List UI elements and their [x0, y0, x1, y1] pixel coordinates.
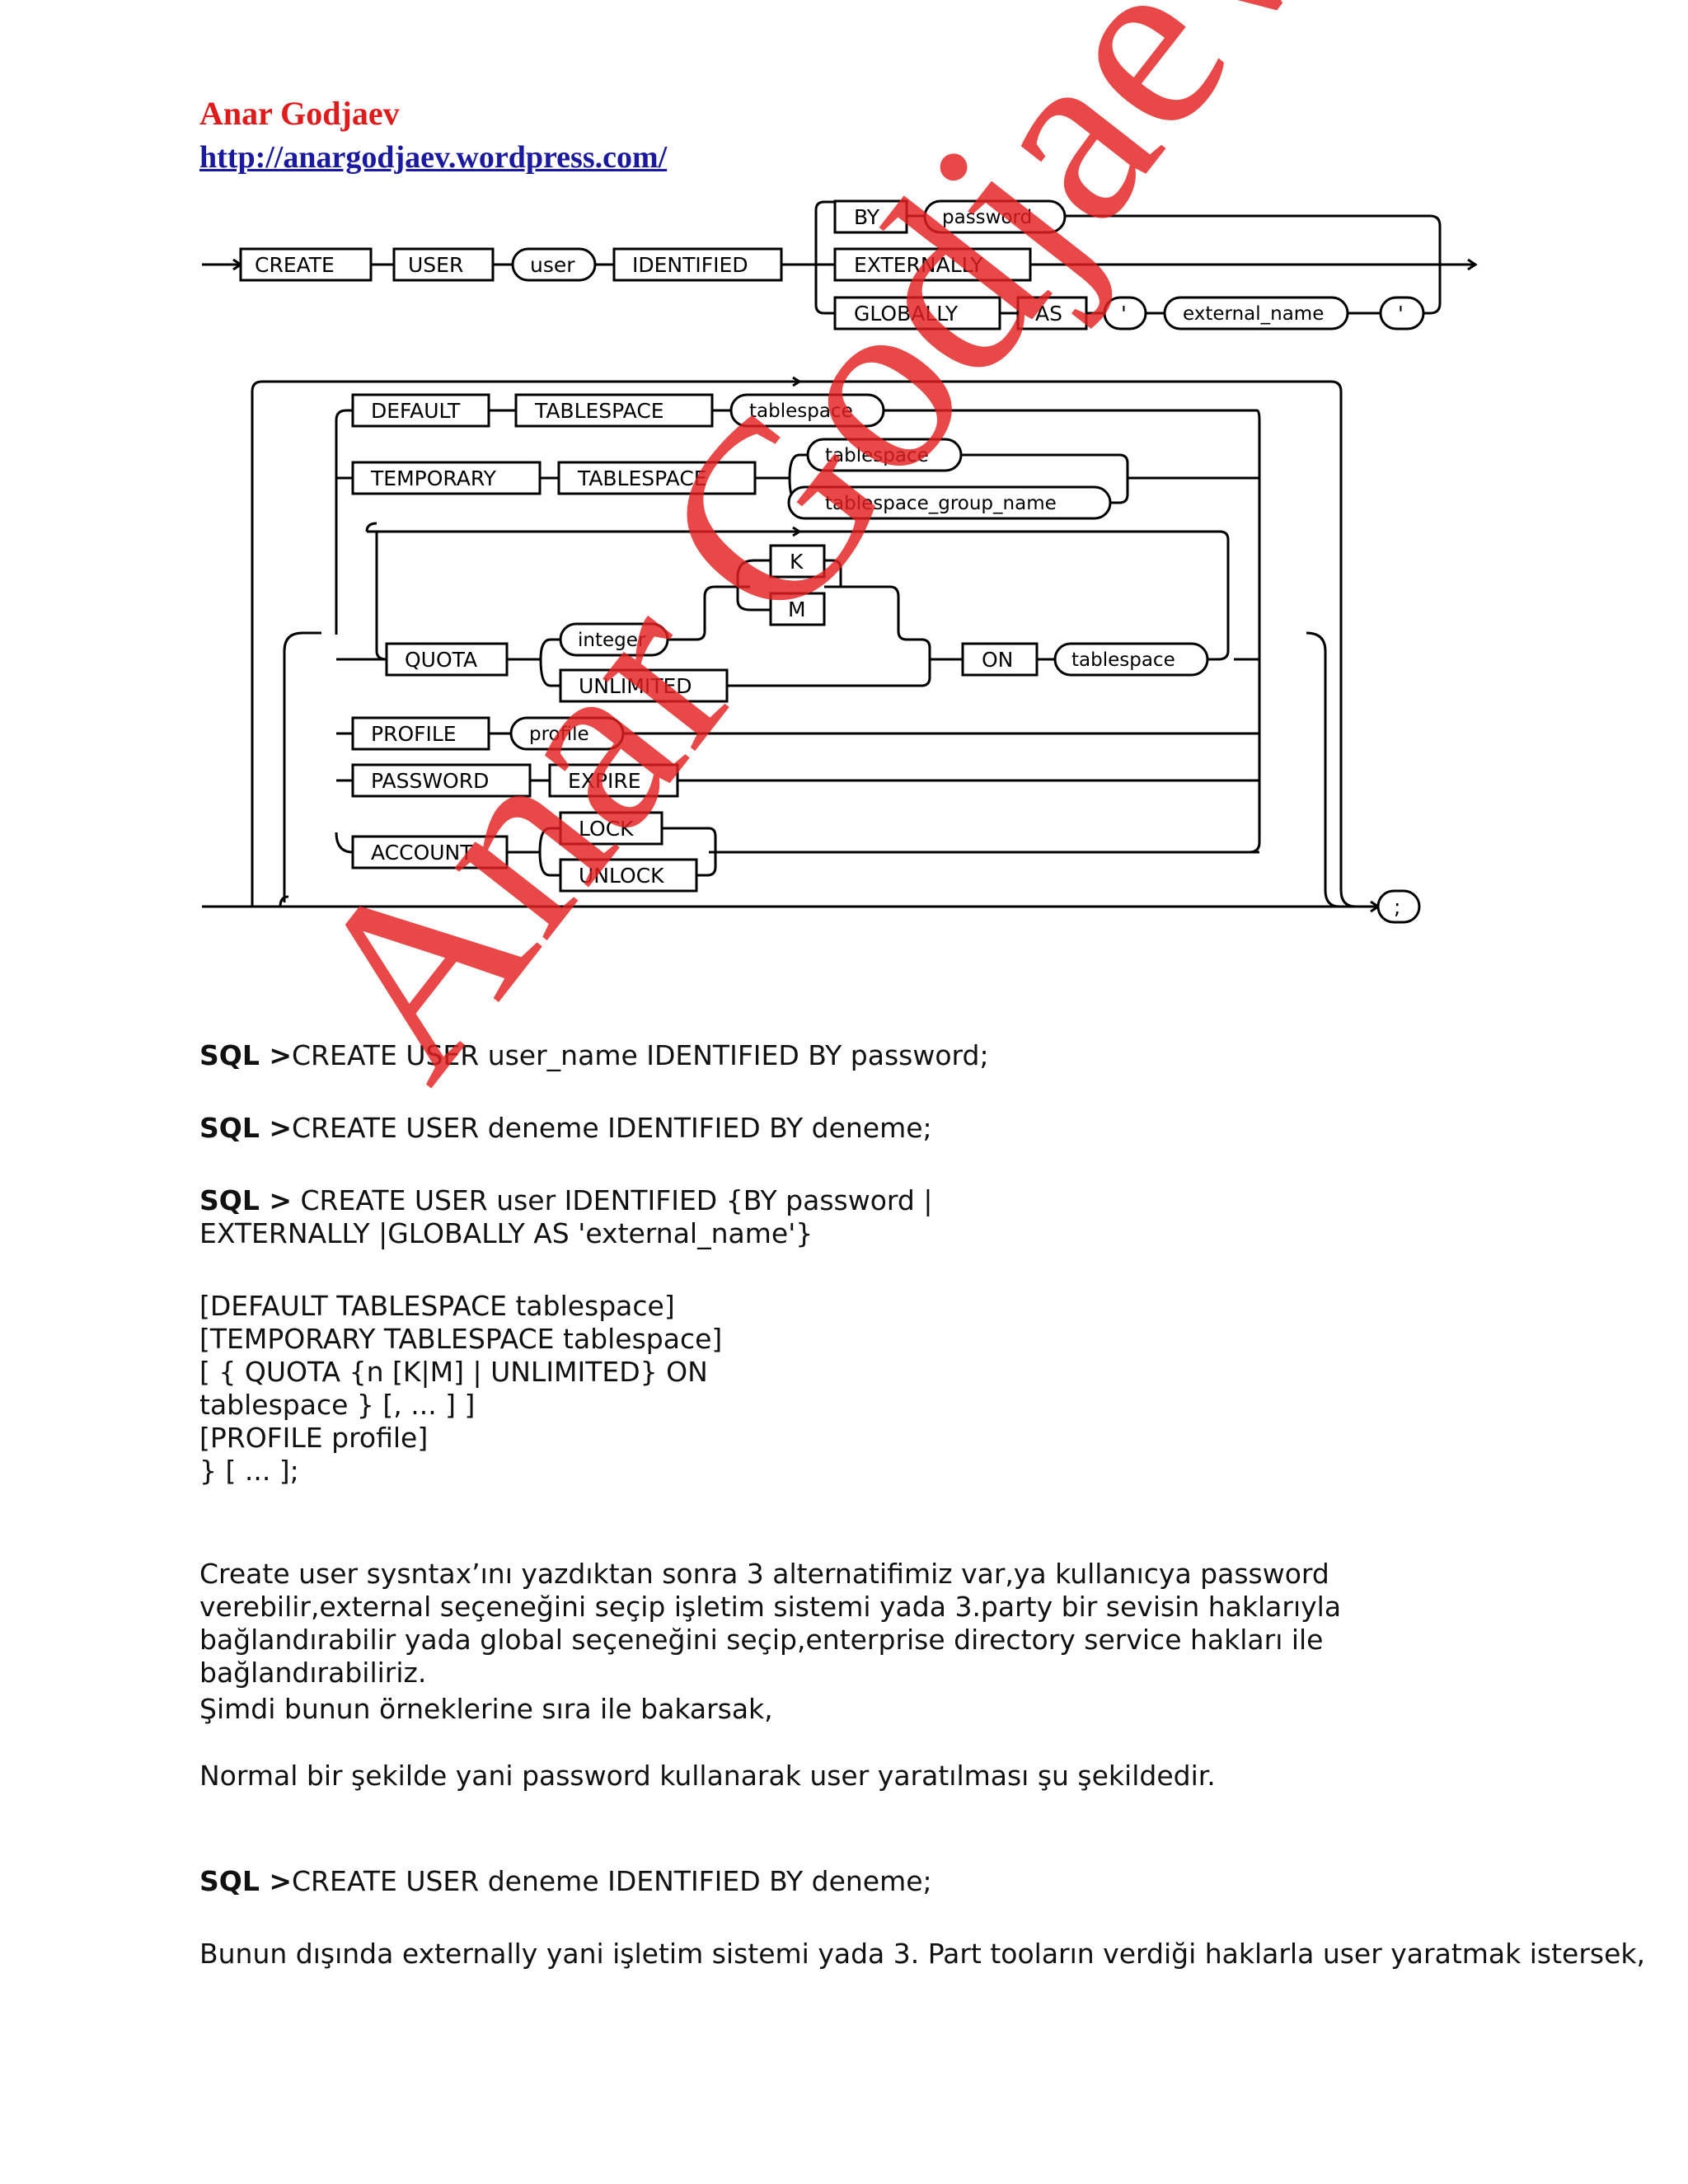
svg-text:TABLESPACE: TABLESPACE	[577, 466, 707, 490]
syntax-line: [ { QUOTA {n [K|M] | UNLIMITED} ON	[199, 1356, 708, 1388]
quote-close	[1379, 296, 1425, 330]
svg-text:UNLIMITED: UNLIMITED	[579, 674, 692, 698]
sql-example-1: SQL >CREATE USER user_name IDENTIFIED BY…	[199, 1039, 989, 1071]
expire-kw	[548, 763, 679, 798]
quota-kw	[385, 642, 509, 677]
sql-example-4: SQL >CREATE USER deneme IDENTIFIED BY de…	[199, 1865, 932, 1897]
svg-text:TABLESPACE: TABLESPACE	[534, 399, 664, 423]
svg-text:EXTERNALLY: EXTERNALLY	[854, 253, 983, 277]
svg-text:EXPIRE: EXPIRE	[568, 769, 641, 793]
svg-text:LOCK: LOCK	[579, 817, 634, 841]
svg-text:ON: ON	[982, 648, 1013, 672]
svg-text:QUOTA: QUOTA	[405, 648, 477, 672]
syntax-line: [DEFAULT TABLESPACE tablespace]	[199, 1290, 675, 1322]
user-var	[511, 247, 597, 282]
svg-text:tablespace: tablespace	[825, 445, 929, 466]
sql-example-3: SQL > CREATE USER user IDENTIFIED {BY pa…	[199, 1184, 933, 1216]
syntax-line: } [ ... ];	[199, 1455, 299, 1487]
default-kw	[351, 393, 490, 428]
svg-text:IDENTIFIED: IDENTIFIED	[632, 253, 748, 277]
password-kw	[351, 763, 532, 798]
unlimited-kw	[559, 668, 729, 703]
svg-text:': '	[1398, 302, 1404, 326]
svg-text:external_name: external_name	[1183, 303, 1324, 325]
blog-url-link[interactable]: http://anargodjaev.wordpress.com/	[199, 140, 668, 175]
paragraph-externally: Bunun dışında externally yani işletim si…	[199, 1938, 1645, 1970]
svg-text:CREATE: CREATE	[255, 253, 335, 277]
tablespace-kw-1	[514, 393, 714, 428]
unlock-kw	[559, 858, 698, 893]
svg-text:ACCOUNT: ACCOUNT	[371, 841, 473, 865]
identified-kw	[612, 247, 783, 282]
svg-text:K: K	[790, 550, 804, 574]
user-kw	[392, 247, 495, 282]
paragraph-password-intro: Normal bir şekilde yani password kullana…	[199, 1760, 1216, 1792]
syntax-diagram: CREATE USER user IDENTIFIED BY password …	[202, 199, 1478, 924]
by-kw	[833, 199, 908, 234]
tablespace-kw-2	[557, 461, 757, 495]
sql-example-2: SQL >CREATE USER deneme IDENTIFIED BY de…	[199, 1112, 932, 1144]
paragraph-alternatives: Create user sysntax’ını yazdıktan sonra …	[199, 1558, 1342, 1689]
svg-text:UNLOCK: UNLOCK	[579, 864, 664, 888]
svg-text:PROFILE: PROFILE	[371, 722, 457, 746]
password-var	[923, 199, 1067, 234]
temporary-kw	[351, 461, 542, 495]
globally-kw	[833, 296, 1001, 330]
svg-text:BY: BY	[854, 205, 880, 229]
svg-text:': '	[1121, 302, 1127, 326]
svg-text:tablespace: tablespace	[1071, 649, 1175, 671]
svg-text:password: password	[942, 207, 1032, 228]
external-name-var	[1163, 296, 1349, 330]
quote-open	[1103, 296, 1147, 330]
syntax-line: [TEMPORARY TABLESPACE tablespace]	[199, 1323, 723, 1355]
create-user-diagram: CREATE USER user IDENTIFIED BY password …	[202, 199, 1478, 330]
create-kw	[239, 247, 373, 282]
k-kw	[769, 544, 826, 579]
svg-text:;: ;	[1394, 895, 1400, 919]
svg-text:TEMPORARY: TEMPORARY	[370, 466, 497, 490]
svg-text:AS: AS	[1035, 302, 1062, 326]
svg-text:integer: integer	[578, 630, 646, 651]
sql-example-3-cont: EXTERNALLY |GLOBALLY AS 'external_name'}	[199, 1217, 814, 1249]
svg-text:user: user	[530, 253, 575, 277]
svg-text:tablespace: tablespace	[749, 401, 853, 422]
paragraph-examples-intro: Şimdi bunun örneklerine sıra ile bakarsa…	[199, 1693, 773, 1725]
svg-text:tablespace_group_name: tablespace_group_name	[825, 493, 1057, 514]
svg-text:PASSWORD: PASSWORD	[371, 769, 489, 793]
semicolon-end	[1376, 889, 1421, 924]
m-kw	[769, 592, 826, 626]
syntax-line: tablespace } [, ... ] ]	[199, 1389, 476, 1421]
svg-text:DEFAULT: DEFAULT	[371, 399, 461, 423]
svg-text:M: M	[788, 598, 806, 621]
create-user-options-diagram: DEFAULT TABLESPACE tablespace TEMPORARY …	[202, 376, 1421, 924]
as-kw	[1016, 296, 1088, 330]
svg-text:profile: profile	[529, 724, 589, 745]
profile-var	[509, 716, 625, 751]
svg-text:GLOBALLY: GLOBALLY	[854, 302, 959, 326]
syntax-line: [PROFILE profile]	[199, 1422, 429, 1454]
account-kw	[351, 835, 509, 869]
svg-text:USER: USER	[408, 253, 463, 277]
author-name: Anar Godjaev	[199, 95, 400, 132]
externally-kw	[833, 247, 1032, 282]
